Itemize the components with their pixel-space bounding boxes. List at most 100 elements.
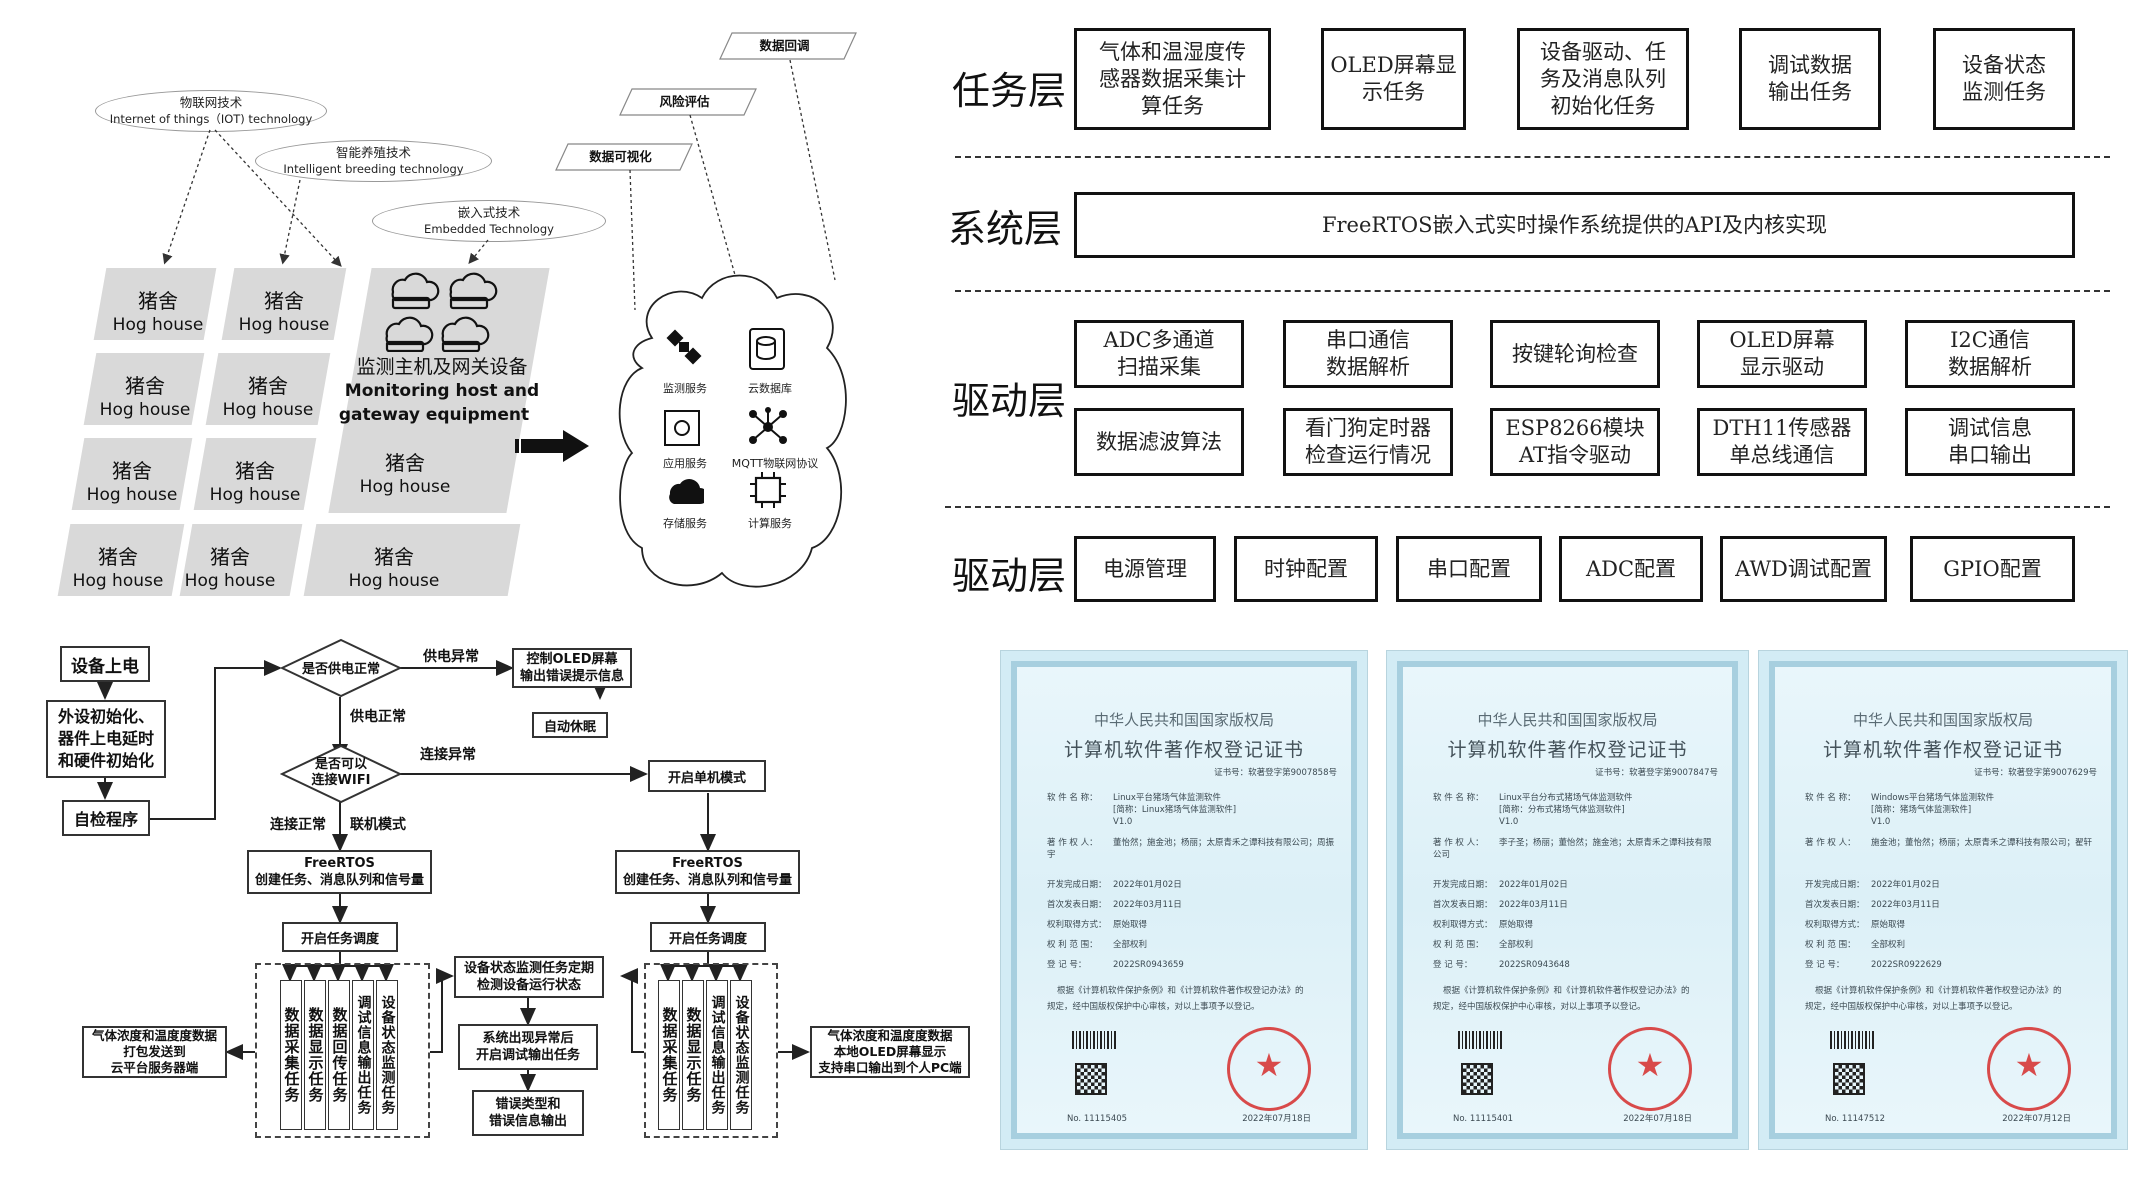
certificate-field: 登 记 号：2022SR0922629	[1805, 959, 2097, 971]
data-callback-shape	[719, 32, 857, 60]
certificate-field: 权 利 范 围：全部权利	[1047, 939, 1337, 951]
certificate: 中华人民共和国国家版权局计算机软件著作权登记证书证书号：软著登字第9007858…	[1000, 650, 1368, 1150]
embedded-tech-oval: 嵌入式技术 Embedded Technology	[372, 200, 606, 242]
hog-house-en: Hog house	[99, 400, 191, 420]
error-out-line: 错误类型和	[495, 1097, 561, 1112]
error-out-line: 错误信息输出	[488, 1114, 567, 1129]
hog-house-zh: 猪舍	[235, 459, 275, 483]
certificate-field-key: 权利取得方式：	[1433, 920, 1493, 930]
certificate-bureau: 中华人民共和国国家版权局	[1852, 711, 2033, 729]
cloud-send-line: 打包发送到	[123, 1044, 186, 1059]
certificate-field-value: V1.0	[1871, 817, 1891, 827]
certificate-title: 计算机软件著作权登记证书	[1063, 739, 1304, 761]
hog-house-en: Hog house	[184, 571, 276, 591]
certificate-field: 开发完成日期：2022年01月02日	[1433, 879, 1718, 891]
host-title-en2: gateway equipment	[338, 405, 530, 425]
cloud-send-line: 气体浓度和温度度数据	[91, 1028, 217, 1043]
certificate: 中华人民共和国国家版权局计算机软件著作权登记证书证书号：软著登字第9007629…	[1758, 650, 2128, 1150]
qr-code-icon	[1833, 1063, 1865, 1095]
task-box-line: 算任务	[1141, 93, 1204, 118]
certificate-field-key: 开发完成日期：	[1805, 880, 1865, 890]
cloud-server-icons	[385, 272, 498, 352]
certificate-field: 权利取得方式：原始取得	[1805, 919, 2097, 931]
certificate-field: 权利取得方式：原始取得	[1047, 919, 1337, 931]
certificate-frame: 中华人民共和国国家版权局计算机软件著作权登记证书证书号：软著登字第9007847…	[1397, 661, 1738, 1139]
compute-service-icon	[750, 472, 786, 508]
scheduler-right-step: 开启任务调度	[650, 922, 766, 952]
certificate-field-key: 著 作 权 人：	[1047, 838, 1098, 848]
certificate-field-key: 权 利 范 围：	[1805, 940, 1856, 950]
config-box: AWD调试配置	[1720, 536, 1887, 602]
certificate-number: 证书号：软著登字第9007847号	[1595, 768, 1718, 778]
local-display-step: 气体浓度和温度度数据本地OLED屏幕显示支持串口输出到个人PC端	[810, 1026, 970, 1078]
monitor-line: 设备状态监测任务定期	[463, 961, 594, 976]
hog-house-en: Hog house	[359, 477, 451, 497]
certificate-frame: 中华人民共和国国家版权局计算机软件著作权登记证书证书号：软著登字第9007629…	[1769, 661, 2117, 1139]
driver-box-line: I2C通信	[1950, 328, 2030, 352]
config-box-text: AWD调试配置	[1735, 556, 1872, 581]
certificate-field-value: 2022年03月11日	[1499, 900, 1568, 910]
task-box: 调试数据输出任务	[1739, 28, 1881, 130]
hog-house-zh: 猪舍	[112, 459, 152, 483]
task-box: 设备状态监测任务	[1933, 28, 2075, 130]
driver-box: 按键轮询检查	[1490, 320, 1660, 388]
self-check-step: 自检程序	[62, 800, 150, 836]
storage-service-icon	[669, 479, 704, 504]
hog-house-zh: 猪舍	[98, 545, 138, 569]
task-box-line: 监测任务	[1962, 80, 2046, 104]
config-box: 串口配置	[1396, 536, 1542, 602]
certificate-field-value: Windows平台猪场气体监测软件	[1871, 793, 1994, 803]
freertos-line: FreeRTOS	[672, 856, 743, 871]
certificate-field-key: 权利取得方式：	[1047, 920, 1107, 930]
hog-house-zh: 猪舍	[138, 289, 178, 313]
driver-box-line: 数据解析	[1948, 355, 2032, 379]
driver-box-line: 显示驱动	[1739, 355, 1824, 379]
certificate-footer: 根据《计算机软件保护条例》和《计算机软件著作权登记办法》的	[1443, 986, 1690, 996]
certificate-serial: No. 11147512	[1825, 1114, 1886, 1124]
task-box-line: 调试数据	[1768, 53, 1852, 77]
config-box: ADC配置	[1559, 536, 1703, 602]
hardware-driver-layer-label: 驱动层	[952, 554, 1067, 598]
layer-divider	[945, 506, 2110, 508]
certificate-field: 著 作 权 人：董怡然；施金池；杨丽；太原青禾之谭科技有限公司；周振宇	[1047, 837, 1337, 861]
driver-box-line: 调试信息	[1948, 416, 2032, 440]
power-on-step: 设备上电	[60, 646, 150, 682]
power-ok-label: 供电正常	[350, 709, 406, 725]
wifi-check-line: 连接WIFI	[311, 773, 371, 788]
certificate-field: 著 作 权 人：施金池；董怡然；杨丽；太原青禾之谭科技有限公司；翟轩	[1805, 837, 2097, 849]
driver-box-line: 扫描采集	[1116, 355, 1201, 379]
certificate-date: 2022年07月18日	[1623, 1114, 1692, 1124]
certificate-field-value: V1.0	[1499, 817, 1519, 827]
certificate-title: 计算机软件著作权登记证书	[1447, 739, 1688, 761]
architecture-dashed-arrows	[162, 59, 836, 311]
driver-box: OLED屏幕显示驱动	[1697, 320, 1867, 388]
driver-box-line: AT指令驱动	[1518, 443, 1631, 467]
cloud-service-label: 计算服务	[748, 517, 792, 530]
certificate-field-value: 2022年01月02日	[1113, 880, 1182, 890]
certificate-field: 软 件 名 称：Windows平台猪场气体监测软件	[1805, 792, 2097, 804]
certificate-field-value: 2022SR0943659	[1113, 960, 1184, 970]
hog-house-en: Hog house	[238, 315, 330, 335]
certificate-field-value: 2022年03月11日	[1113, 900, 1182, 910]
certificate-field-key: 首次发表日期：	[1805, 900, 1865, 910]
data-visualization-shape	[555, 143, 693, 171]
sys-error-line: 开启调试输出任务	[475, 1048, 580, 1063]
certificate-field: 首次发表日期：2022年03月11日	[1047, 899, 1337, 911]
wifi-check-line: 是否可以	[314, 757, 367, 772]
driver-box-line: 看门狗定时器	[1305, 416, 1431, 440]
official-seal-icon: ★	[1608, 1027, 1692, 1111]
driver-box-line: 数据滤波算法	[1096, 429, 1222, 454]
official-seal-icon: ★	[1987, 1027, 2071, 1111]
task-column: 数据采集任务	[658, 980, 680, 1130]
certificate-serial: No. 11115405	[1067, 1114, 1128, 1124]
certificate-field: 软 件 名 称：Linux平台分布式猪场气体监测软件	[1433, 792, 1718, 804]
config-box: 电源管理	[1074, 536, 1216, 602]
right-arrow-icon	[515, 430, 589, 462]
certificate-field-key: 登 记 号：	[1433, 960, 1473, 970]
